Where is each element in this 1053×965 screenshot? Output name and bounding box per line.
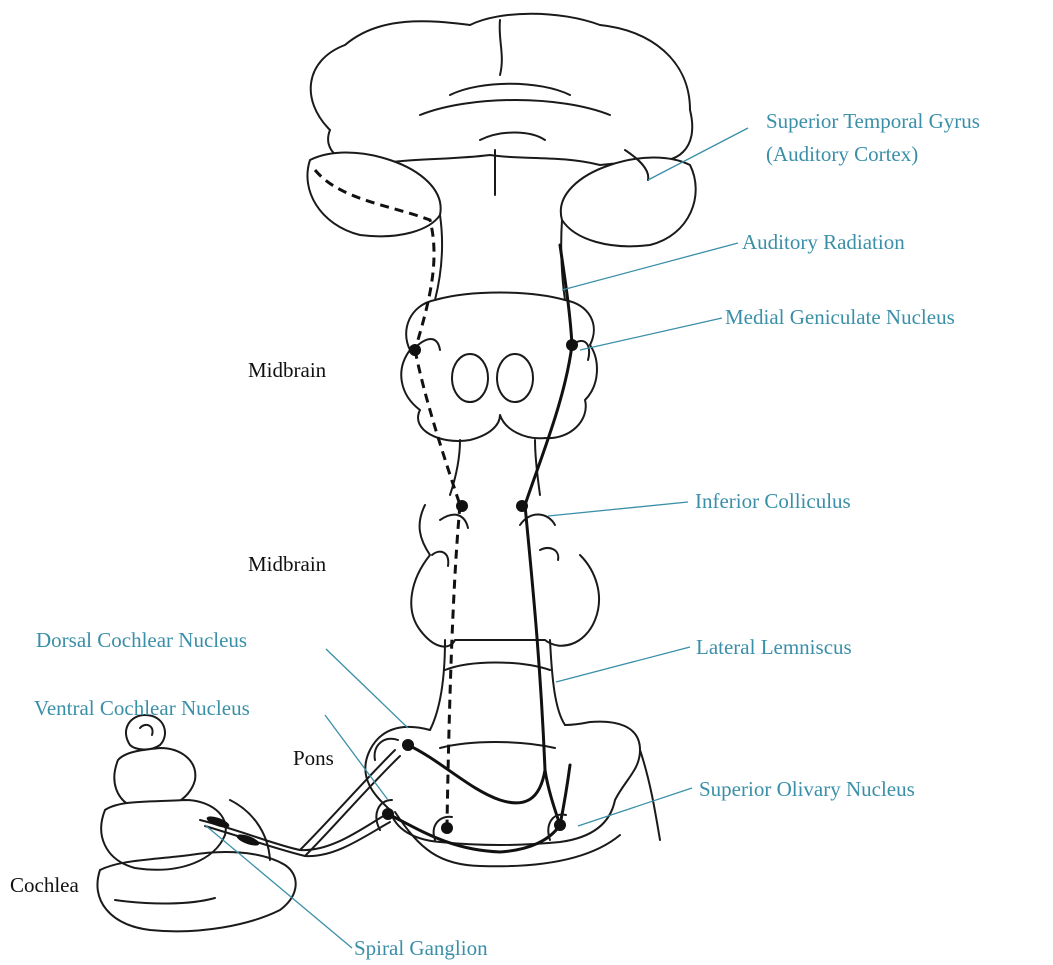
label-inferior-colliculus: Inferior Colliculus [695,489,851,513]
label-midbrain-upper: Midbrain [248,358,327,382]
medial-geniculate-right-nucleus [566,339,578,351]
label-medial-geniculate-nucleus: Medial Geniculate Nucleus [725,305,955,329]
label-superior-temporal-gyrus: Superior Temporal Gyrus [766,109,980,133]
medial-geniculate-left-nucleus [409,344,421,356]
cochlea-drawing [97,715,295,931]
cerebrum [307,14,695,247]
inferior-colliculus-right-nucleus [516,500,528,512]
label-auditory-radiation: Auditory Radiation [742,230,905,254]
pathway-ipsilateral-dashed [315,170,460,825]
label-lateral-lemniscus: Lateral Lemniscus [696,635,852,659]
label-pons: Pons [293,746,334,770]
label-auditory-cortex: (Auditory Cortex) [766,142,918,166]
dorsal-cochlear-nucleus-dot [402,739,414,751]
ventral-cochlear-nucleus-dot [382,808,394,820]
label-spiral-ganglion: Spiral Ganglion [354,936,488,960]
label-cochlea: Cochlea [10,873,79,897]
brainstem [365,215,660,866]
inferior-colliculus-left-nucleus [456,500,468,512]
label-dorsal-cochlear-nucleus: Dorsal Cochlear Nucleus [36,628,247,652]
superior-olive-right-nucleus [554,819,566,831]
superior-olive-left-nucleus [441,822,453,834]
label-superior-olivary-nucleus: Superior Olivary Nucleus [699,777,915,801]
label-ventral-cochlear-nucleus: Ventral Cochlear Nucleus [34,696,250,720]
label-midbrain-lower: Midbrain [248,552,327,576]
